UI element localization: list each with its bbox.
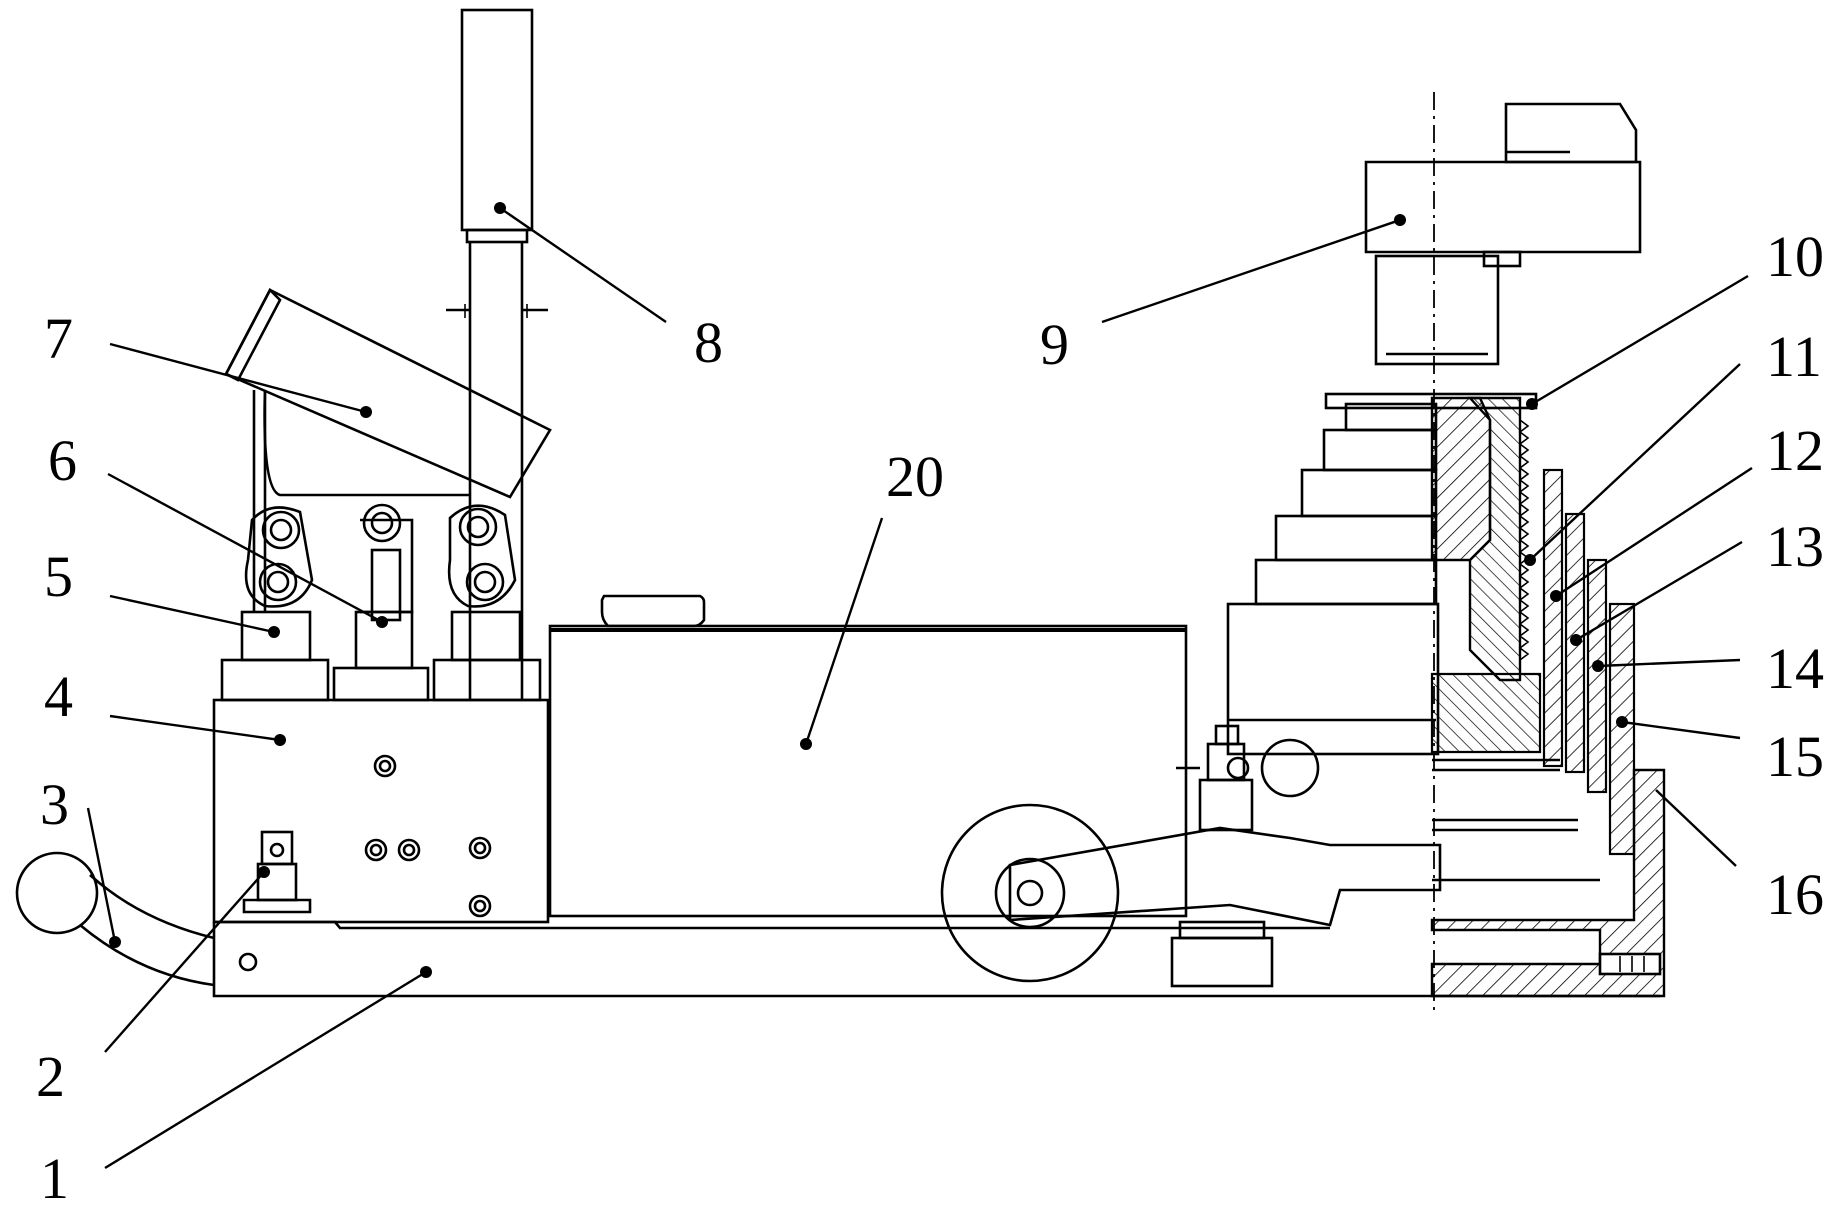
- tilted-reservoir: [226, 290, 550, 497]
- oil-tank: [550, 596, 1186, 916]
- label-1: 1: [40, 1146, 69, 1211]
- label-10: 10: [1766, 224, 1824, 289]
- label-2: 2: [36, 1044, 65, 1109]
- label-3: 3: [40, 772, 69, 837]
- wheel-arm: [942, 726, 1440, 986]
- label-6: 6: [48, 428, 77, 493]
- cylinder-section: [1432, 398, 1664, 996]
- label-4: 4: [44, 664, 73, 729]
- label-7: 7: [44, 306, 73, 371]
- label-15: 15: [1766, 724, 1824, 789]
- label-16: 16: [1766, 862, 1824, 927]
- label-8: 8: [694, 310, 723, 375]
- label-20: 20: [886, 444, 944, 509]
- saddle-head: [1366, 104, 1640, 364]
- label-9: 9: [1040, 312, 1069, 377]
- label-5: 5: [44, 544, 73, 609]
- label-14: 14: [1766, 636, 1824, 701]
- label-13: 13: [1766, 514, 1824, 579]
- valve-block: [214, 700, 548, 922]
- label-11: 11: [1766, 324, 1822, 389]
- pump-assembly: [222, 390, 540, 700]
- label-12: 12: [1766, 418, 1824, 483]
